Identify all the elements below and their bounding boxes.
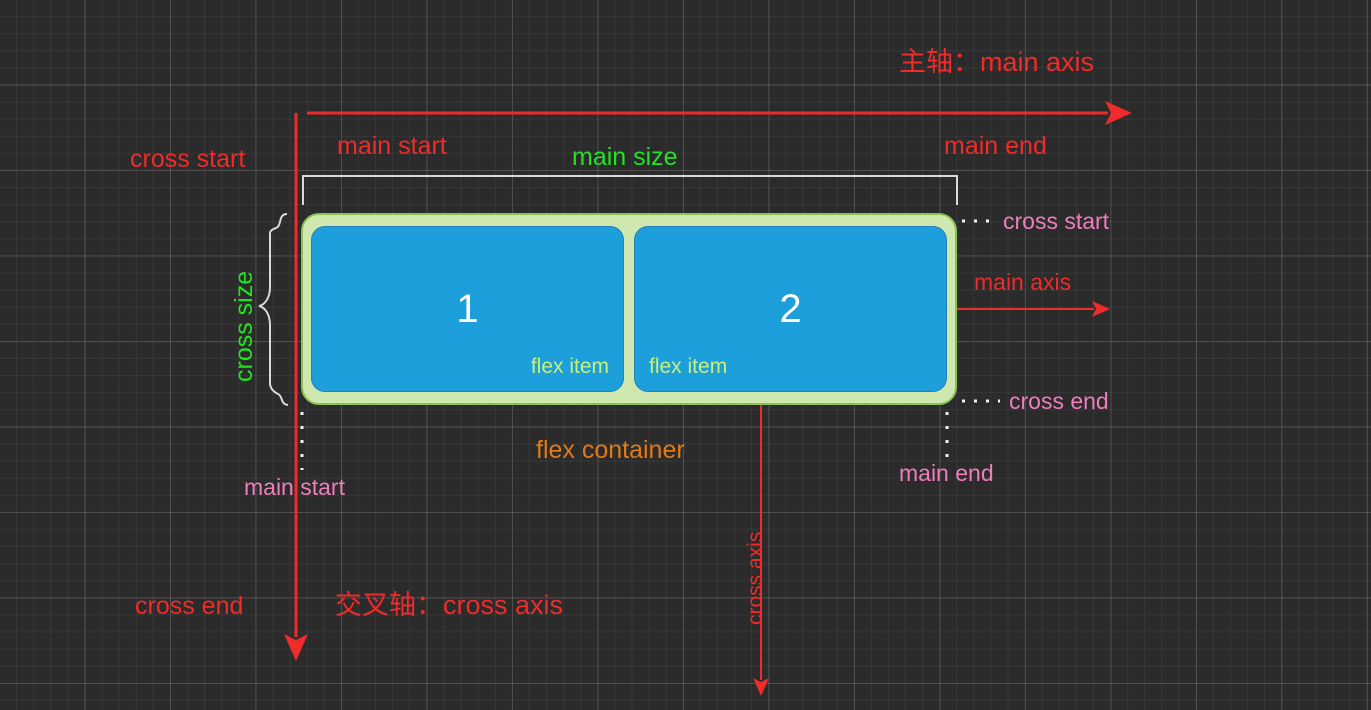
cross-size-brace xyxy=(258,213,289,406)
cross-size-label: cross size xyxy=(230,270,258,382)
flex-container: 1 flex item 2 flex item xyxy=(301,213,957,405)
cross-end-left-label: cross end xyxy=(135,592,244,620)
flex-item-1[interactable]: 1 flex item xyxy=(311,226,624,392)
main-end-top-label: main end xyxy=(944,132,1047,160)
main-end-bottom-label: main end xyxy=(899,460,994,486)
flex-item-2-label: flex item xyxy=(649,355,728,378)
main-size-label: main size xyxy=(572,143,678,171)
flex-item-2-number: 2 xyxy=(779,287,802,331)
main-size-bracket xyxy=(302,175,958,205)
cross-axis-vertical-label: cross axis xyxy=(744,531,767,625)
main-axis-title: 主轴：main axis xyxy=(899,47,1095,77)
flex-item-2[interactable]: 2 flex item xyxy=(634,226,947,392)
cross-end-right-label: cross end xyxy=(1009,388,1109,414)
flex-item-1-number: 1 xyxy=(456,287,479,331)
cross-start-right-label: cross start xyxy=(1003,208,1110,234)
main-axis-right-label: main axis xyxy=(974,269,1072,295)
flex-container-label: flex container xyxy=(536,436,685,464)
flex-item-1-label: flex item xyxy=(530,355,609,378)
cross-start-left-label: cross start xyxy=(130,145,246,173)
cross-axis-title: 交叉轴：cross axis xyxy=(335,590,564,620)
main-start-top-label: main start xyxy=(337,132,447,160)
main-start-bottom-label: main start xyxy=(244,474,345,500)
